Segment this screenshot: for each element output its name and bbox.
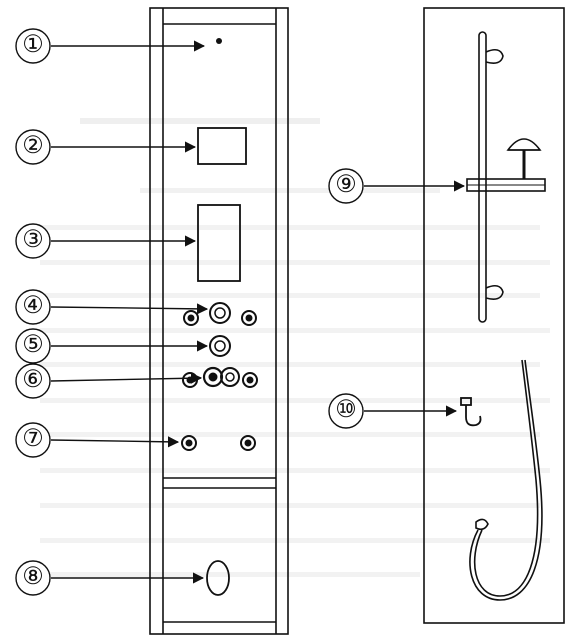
callout-8: ⑧ [15,560,51,596]
knob-row-7 [181,435,256,451]
hose-line-inner [473,359,539,597]
wall-hook [460,397,482,427]
knob-right [241,310,257,326]
leader-lines [50,40,466,584]
callout-6: ⑥ [15,363,51,399]
indicator-light [216,38,222,44]
panel-outer-frame [149,7,289,635]
callout-circle [15,223,51,259]
callout-number: ⑨ [335,170,357,198]
callout-10: ⑩ [328,393,364,429]
leader-line-6 [50,372,203,384]
callout-7: ⑦ [15,422,51,458]
callout-number: ⑤ [22,330,44,358]
knob-left [183,310,199,326]
callout-labels: ① ② ③ ④ ⑤ ⑥ ⑦ ⑧ ⑨ ⑩ [15,28,364,596]
callout-circle [328,393,364,429]
leader-line-4 [50,303,209,315]
hand-shower-head [506,138,542,151]
callout-circle [15,28,51,64]
control-panel [149,7,289,635]
shower-hose [469,359,543,601]
callout-number: ⑥ [22,365,44,393]
shower-slide-bar [466,31,546,323]
callout-circle [15,129,51,165]
callout-circle [15,363,51,399]
callout-4: ④ [15,289,51,325]
callout-3: ③ [15,223,51,259]
knob-single [209,335,231,357]
callout-circle [15,328,51,364]
callout-number: ⑦ [22,424,44,452]
knob-center [209,302,231,324]
callout-5: ⑤ [15,328,51,364]
top-bracket [485,48,504,64]
hose-line-outer [469,359,543,601]
knob-row-5 [209,335,231,357]
callout-number: ② [22,131,44,159]
callout-circle [15,289,51,325]
bleed-through-background [40,118,550,577]
callout-circle [15,560,51,596]
large-display-window [197,204,241,282]
callout-number: ③ [22,225,44,253]
callout-9: ⑨ [328,168,364,204]
leader-line-7 [50,436,180,448]
knob-row-4 [183,302,257,326]
callout-number: ④ [22,291,44,319]
callout-circle [328,168,364,204]
callout-2: ② [15,129,51,165]
oval-outlet [206,560,230,596]
hose-connector [475,518,489,531]
small-display-window [197,127,247,165]
callout-circle [15,422,51,458]
bottom-bracket [485,284,504,300]
callout-number: ⑧ [22,562,44,590]
callout-number: ⑩ [335,395,357,423]
callout-number: ① [22,30,44,58]
callout-1: ① [15,28,51,64]
slide-rail [478,31,487,323]
shower-side-panel-frame [423,7,565,624]
